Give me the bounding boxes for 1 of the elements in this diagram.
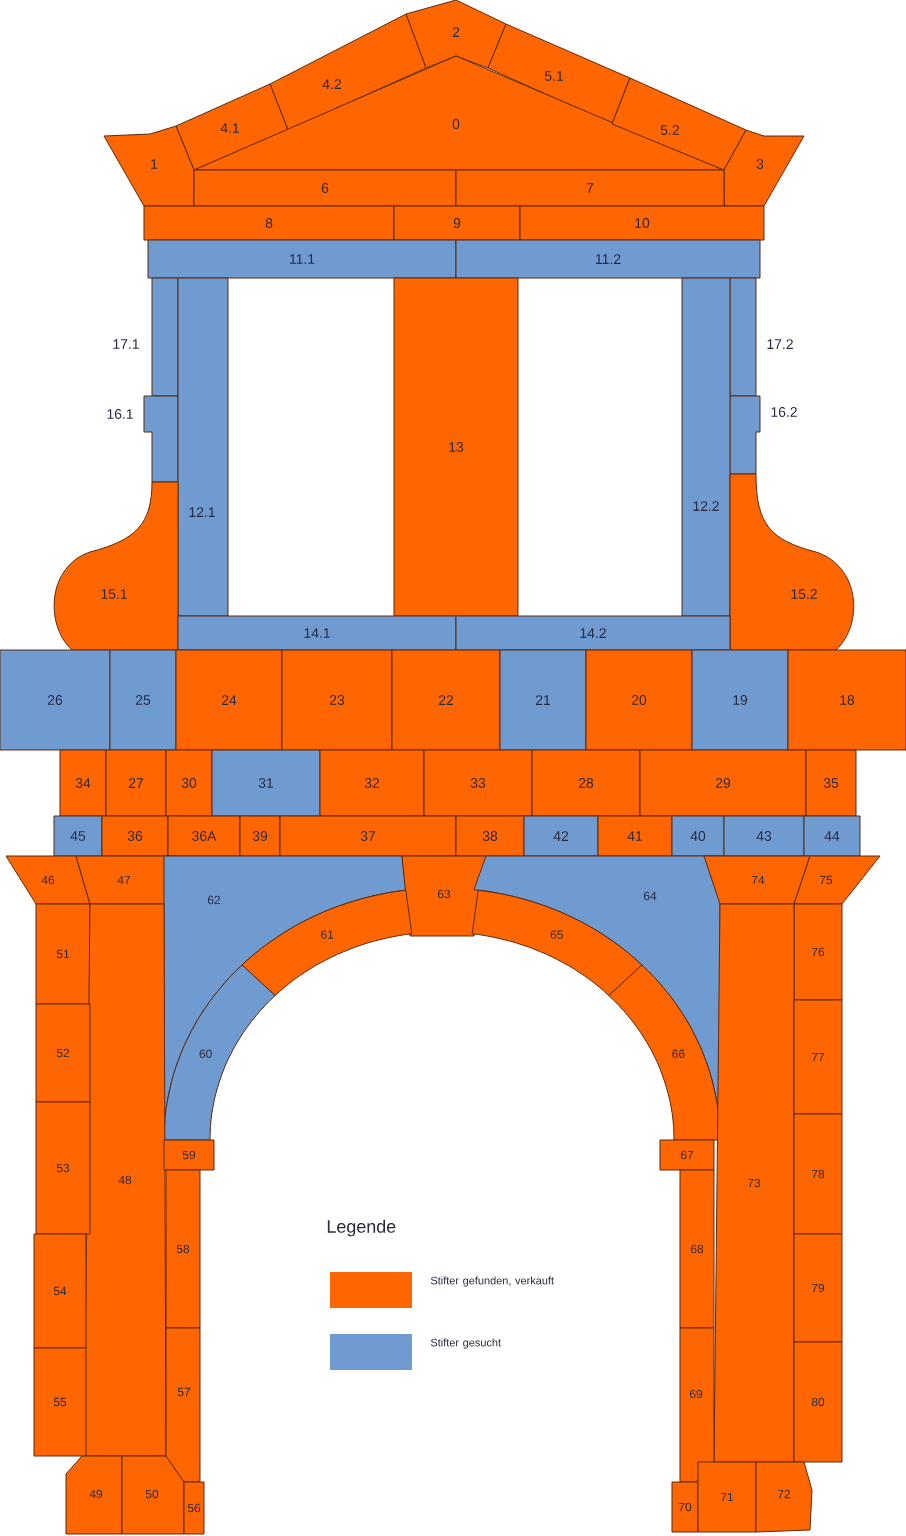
legend-heading: Legende [327,1219,396,1237]
